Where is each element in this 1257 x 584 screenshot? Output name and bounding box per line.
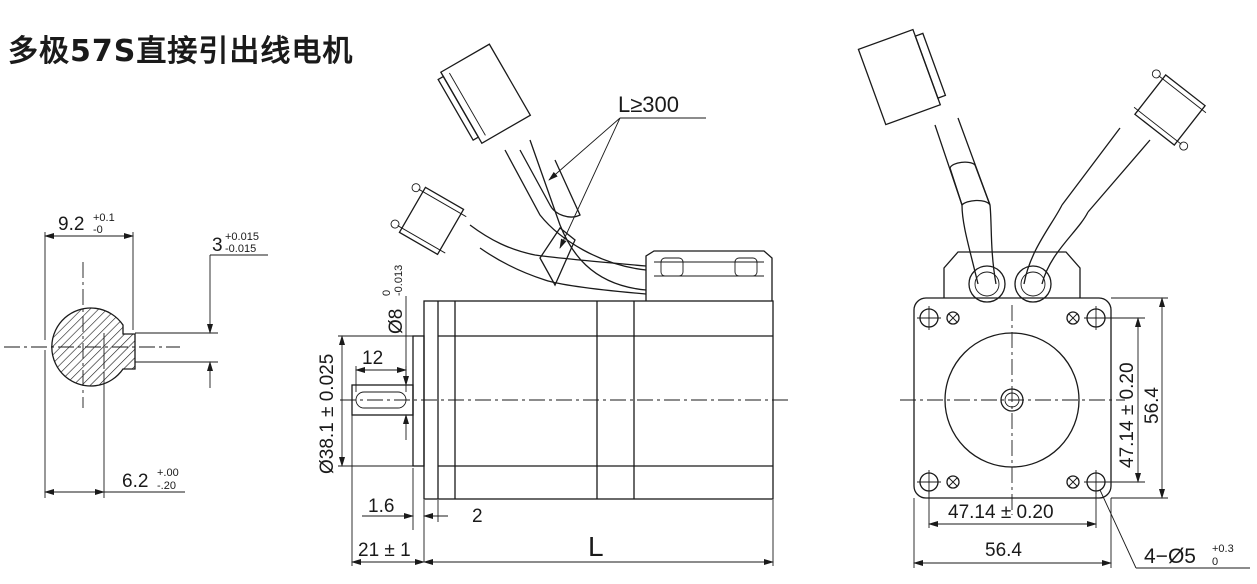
dim-shaft-dia-upper: 0 xyxy=(381,290,393,296)
side-view: L≥300 Ø8 0 -0.013 Ø38.1 ± 0.025 12 1.6 2… xyxy=(317,43,790,566)
connector-lower xyxy=(390,183,467,256)
dim-flange-thk: 1.6 xyxy=(368,496,394,517)
front-grommet-left xyxy=(968,265,1006,303)
lead-length-label: L≥300 xyxy=(618,92,679,117)
cable-lower-a xyxy=(469,224,647,267)
lead-exit-box xyxy=(645,250,773,301)
lead-grommet-left xyxy=(660,257,684,277)
front-grommet-left-inner xyxy=(974,271,1000,297)
dim-shaft-dia-lower: -0.013 xyxy=(393,265,405,296)
pilot-boss xyxy=(412,335,425,467)
front-cable-right-upper xyxy=(1061,127,1151,213)
front-connector-right-body xyxy=(1133,73,1207,147)
dim-6-2-upper: +.00 xyxy=(157,467,179,479)
connector-lower-screw xyxy=(411,183,421,193)
front-connector-left xyxy=(857,28,947,126)
dim-gap: 2 xyxy=(472,506,483,527)
mount-screw xyxy=(946,311,960,325)
lead-grommet-right xyxy=(734,257,758,277)
dim-3-base: 3 xyxy=(212,235,223,256)
dim-holes-upper: +0.3 xyxy=(1212,543,1234,555)
cable-upper-b xyxy=(529,139,647,291)
connector-lower-body xyxy=(398,186,465,256)
dim-pilot-dia: Ø38.1 ± 0.025 xyxy=(317,354,338,474)
front-connector-left-body xyxy=(857,28,942,126)
lead-length-arrow xyxy=(559,117,621,249)
front-connector-right-screw xyxy=(1151,69,1161,79)
dim-3-lower: -0.015 xyxy=(225,243,256,255)
cable-lower-sleeve xyxy=(539,227,576,287)
page-title: 多极57S直接引出线电机 xyxy=(8,34,354,69)
cable-upper-sleeve xyxy=(519,149,581,218)
front-cable-right xyxy=(1023,204,1089,285)
mount-screw xyxy=(1066,311,1080,325)
dim-9-2-lower: -0 xyxy=(93,224,103,236)
shaft-section-shape xyxy=(51,307,136,387)
dim-3-upper: +0.015 xyxy=(225,231,259,243)
front-lead-housing xyxy=(943,251,1081,298)
front-cable-left-upper xyxy=(934,117,991,206)
front-cable-left xyxy=(961,204,997,285)
dim-6-2-base: 6.2 xyxy=(122,471,148,492)
holes-leader xyxy=(1099,489,1137,569)
cable-upper-a xyxy=(504,149,647,271)
connector-lower-flange xyxy=(418,188,467,218)
lead-length-arrow xyxy=(548,117,621,181)
front-connector-right xyxy=(1133,69,1207,151)
front-grommet-right-inner xyxy=(1020,271,1046,297)
dim-size-v: 56.4 xyxy=(1142,387,1163,424)
dim-shaft-dia-base: Ø8 xyxy=(386,309,407,334)
front-view: 47.14 ± 0.20 56.4 47.14 ± 0.20 56.4 4−Ø5… xyxy=(857,28,1250,569)
mounting-holes xyxy=(917,306,1108,494)
front-connector-right-flange xyxy=(1133,106,1182,145)
flange-face xyxy=(913,297,1112,499)
dim-bolt-v: 47.14 ± 0.20 xyxy=(1117,362,1138,468)
dim-body-length: L xyxy=(588,531,604,562)
dim-holes-lower: 0 xyxy=(1212,556,1218,568)
connector-upper-line xyxy=(449,72,486,136)
dim-9-2-base: 9.2 xyxy=(58,214,84,235)
shaft-section-view: 9.2 +0.1 -0 3 +0.015 -0.015 6.2 +.00 -.2… xyxy=(4,212,268,498)
mount-screw xyxy=(1066,475,1080,489)
dim-size-h: 56.4 xyxy=(985,540,1022,561)
dim-6-2-lower: -.20 xyxy=(157,480,176,492)
dim-key-length: 12 xyxy=(362,348,383,369)
dim-shaft-length: 21 ± 1 xyxy=(358,540,411,561)
mount-screw xyxy=(946,475,960,489)
front-grommet-right xyxy=(1014,265,1052,303)
connector-lower-screw xyxy=(390,219,400,229)
front-sleeve-left xyxy=(949,161,991,207)
connector-upper-body xyxy=(439,43,532,145)
front-connector-left-tab xyxy=(914,32,947,99)
cable-lower-b xyxy=(479,247,647,295)
dim-bolt-h: 47.14 ± 0.20 xyxy=(948,502,1054,523)
connector-upper xyxy=(437,43,532,145)
front-connector-right-screw xyxy=(1179,141,1189,151)
connector-upper-tab xyxy=(437,75,480,142)
front-connector-right-flange xyxy=(1158,75,1207,114)
dim-holes-base: 4−Ø5 xyxy=(1144,545,1196,568)
mounting-screws xyxy=(946,311,1080,489)
dim-9-2-upper: +0.1 xyxy=(93,212,115,224)
connector-lower-flange xyxy=(397,225,446,254)
